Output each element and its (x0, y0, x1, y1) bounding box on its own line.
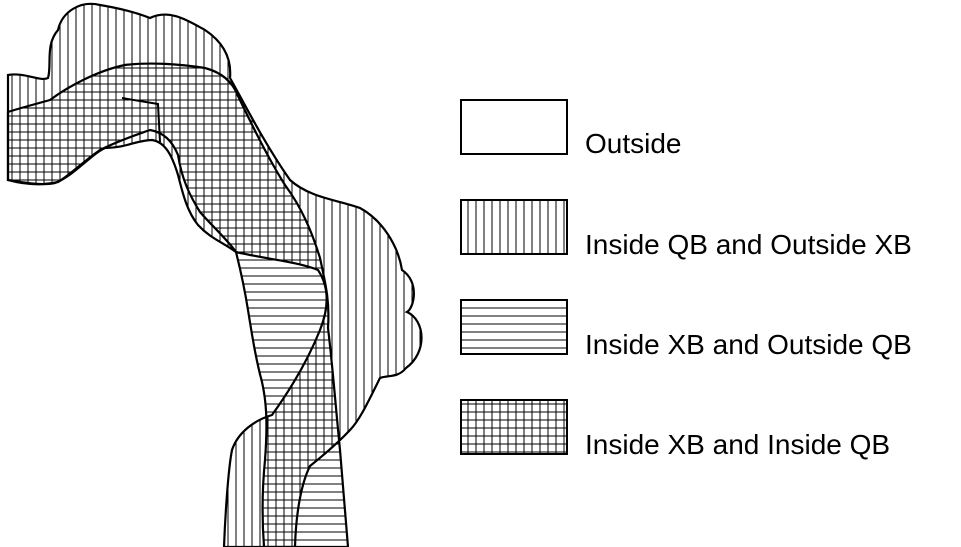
legend-swatch-horizontal (460, 299, 568, 355)
legend-swatch-crosshatch (460, 399, 568, 455)
legend-label-outside: Outside (585, 128, 682, 159)
legend: Outside Inside QB and Outside XB Inside … (460, 99, 912, 460)
legend-label-inside-xb-inside-qb: Inside XB and Inside QB (585, 429, 890, 460)
legend-item-inside-qb-outside-xb: Inside QB and Outside XB (460, 199, 912, 260)
legend-swatch-vertical (460, 199, 568, 255)
legend-swatch-outside (460, 99, 568, 155)
legend-label-inside-xb-outside-qb: Inside XB and Outside QB (585, 329, 912, 360)
legend-item-inside-xb-inside-qb: Inside XB and Inside QB (460, 399, 890, 460)
region-notch-outline (121, 97, 161, 143)
legend-item-inside-xb-outside-qb: Inside XB and Outside QB (460, 299, 912, 360)
region-map (0, 0, 440, 547)
legend-label-inside-qb-outside-xb: Inside QB and Outside XB (585, 229, 912, 260)
legend-item-outside: Outside (460, 99, 682, 159)
